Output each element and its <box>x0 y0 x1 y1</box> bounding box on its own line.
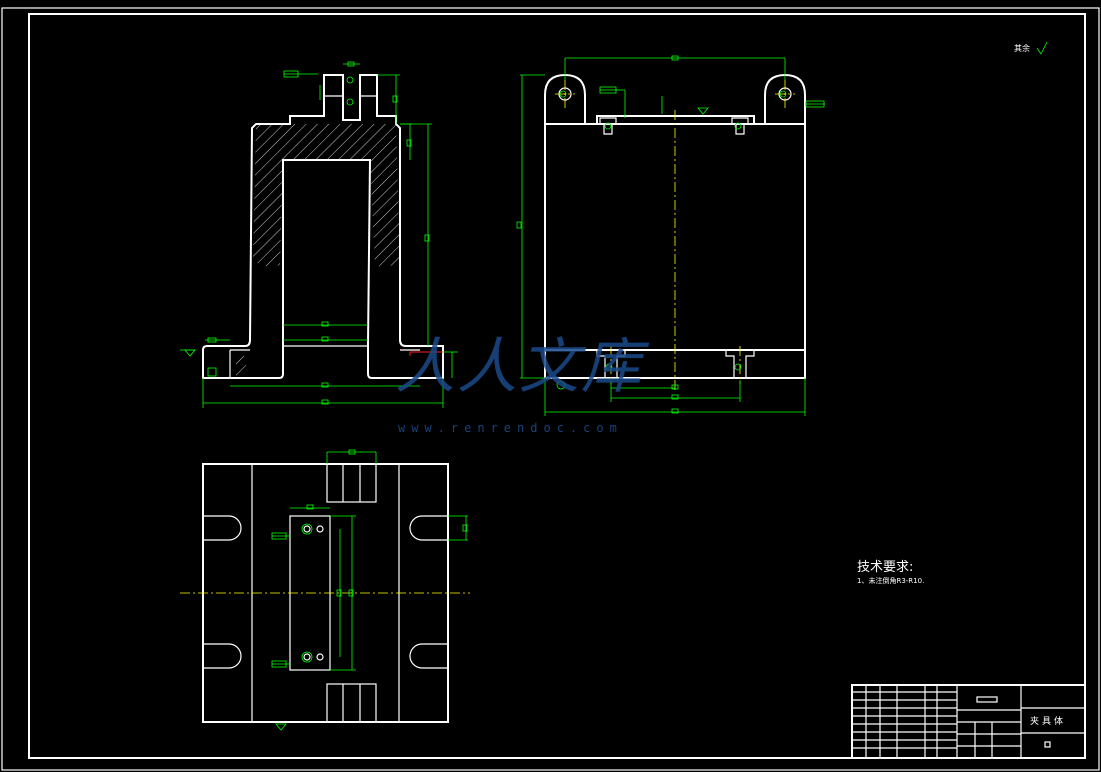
top-view <box>180 449 470 731</box>
surface-finish-rest-label: 其余 <box>1014 44 1030 53</box>
title-block <box>851 684 1086 759</box>
watermark-text: 人人文库 <box>395 332 643 402</box>
side-view <box>516 55 825 416</box>
sheet-border <box>1 7 1100 771</box>
technical-requirements-title: 技术要求: <box>857 560 914 575</box>
technical-requirement-1: 1、未注倒角R3-R10. <box>857 577 925 585</box>
surface-finish-icon <box>1036 41 1048 55</box>
watermark-url: www.renrendoc.com <box>398 421 623 435</box>
part-name: 夹具体 <box>1030 717 1067 727</box>
front-section-view <box>180 61 458 408</box>
